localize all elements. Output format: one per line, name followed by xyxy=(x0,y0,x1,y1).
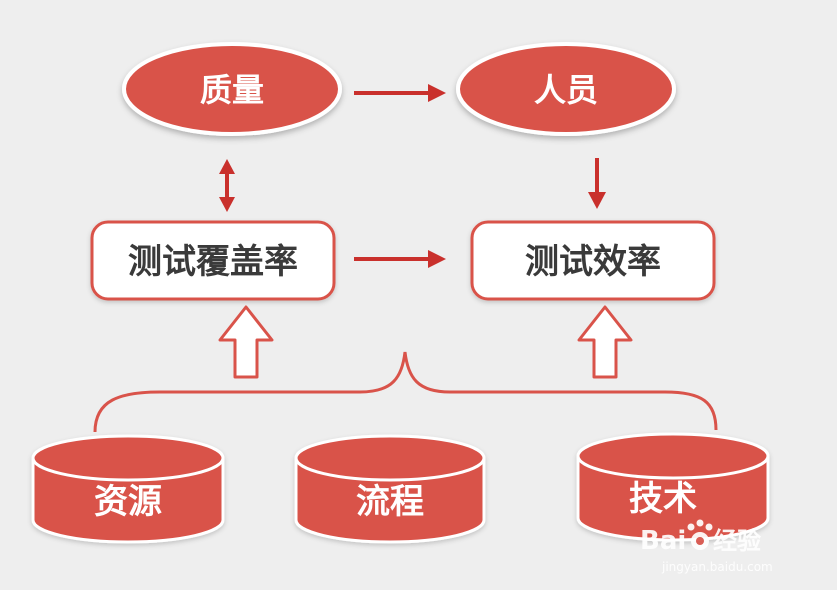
arrow-people-to-efficiency xyxy=(588,158,606,209)
hollow-arrow-to-efficiency xyxy=(577,305,633,379)
hollow-arrow-to-coverage xyxy=(218,305,274,379)
paw-icon xyxy=(687,519,713,550)
watermark-brand-suffix: 经验 xyxy=(713,527,761,555)
people-node: 人员 xyxy=(456,42,676,136)
technology-node: 技术 xyxy=(576,432,770,542)
technology-label: 技术 xyxy=(629,479,697,519)
efficiency-label: 测试效率 xyxy=(525,242,661,282)
baidu-watermark: Bai 经验 jingyan.baidu.com xyxy=(640,519,773,574)
efficiency-node: 测试效率 xyxy=(470,220,716,301)
arrow-coverage-to-efficiency xyxy=(354,250,446,268)
arrow-quality-to-people xyxy=(354,84,446,102)
watermark-url: jingyan.baidu.com xyxy=(661,560,773,574)
quality-label: 质量 xyxy=(200,71,264,109)
coverage-node: 测试覆盖率 xyxy=(90,220,336,301)
coverage-label: 测试覆盖率 xyxy=(128,242,298,282)
people-label: 人员 xyxy=(534,71,598,109)
process-node: 流程 xyxy=(294,434,486,544)
watermark-brand: Bai xyxy=(640,526,686,556)
quality-node: 质量 xyxy=(122,42,342,136)
curly-brace xyxy=(93,351,718,433)
process-label: 流程 xyxy=(356,482,424,522)
arrow-quality-coverage-bidirectional xyxy=(219,159,235,212)
resources-node: 资源 xyxy=(31,434,225,544)
resources-label: 资源 xyxy=(94,482,162,522)
